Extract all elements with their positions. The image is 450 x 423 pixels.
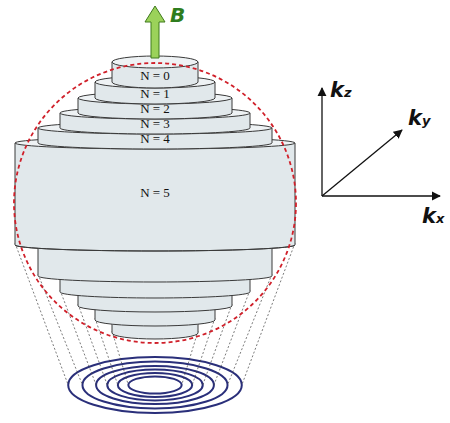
axis-label: kz bbox=[330, 80, 352, 101]
projection-ring bbox=[82, 362, 227, 409]
landau-tube-band: N = 5 bbox=[135, 185, 175, 200]
level-index: N = 3 bbox=[140, 117, 170, 130]
level-index: N = 5 bbox=[140, 186, 170, 199]
fermi-sphere bbox=[14, 63, 296, 343]
landau-tube-band: N = 2 bbox=[135, 101, 175, 116]
level-index: N = 1 bbox=[140, 87, 170, 100]
projection-ring bbox=[96, 366, 214, 404]
landau-tube-band: N = 4 bbox=[135, 131, 175, 146]
level-index: N = 0 bbox=[140, 69, 170, 82]
cylinder-side bbox=[15, 143, 295, 251]
landau-tube-band: N = 1 bbox=[135, 86, 175, 101]
axis-line bbox=[322, 130, 402, 196]
axis-label: ky bbox=[408, 108, 430, 129]
projection-ring bbox=[68, 357, 242, 413]
field-arrow bbox=[145, 6, 165, 58]
axis-line bbox=[322, 195, 440, 196]
level-index: N = 2 bbox=[140, 102, 170, 115]
field-label: B bbox=[170, 5, 185, 25]
landau-tube-band: N = 0 bbox=[135, 68, 175, 83]
landau-tube-band: N = 3 bbox=[135, 116, 175, 131]
cylinder-edge bbox=[15, 245, 295, 251]
projection-ring bbox=[128, 376, 181, 393]
axis-line bbox=[321, 88, 322, 196]
projection-ring bbox=[107, 370, 202, 401]
projection-ring bbox=[118, 373, 192, 397]
level-index: N = 4 bbox=[140, 132, 170, 145]
axis-label: kx bbox=[422, 206, 444, 227]
